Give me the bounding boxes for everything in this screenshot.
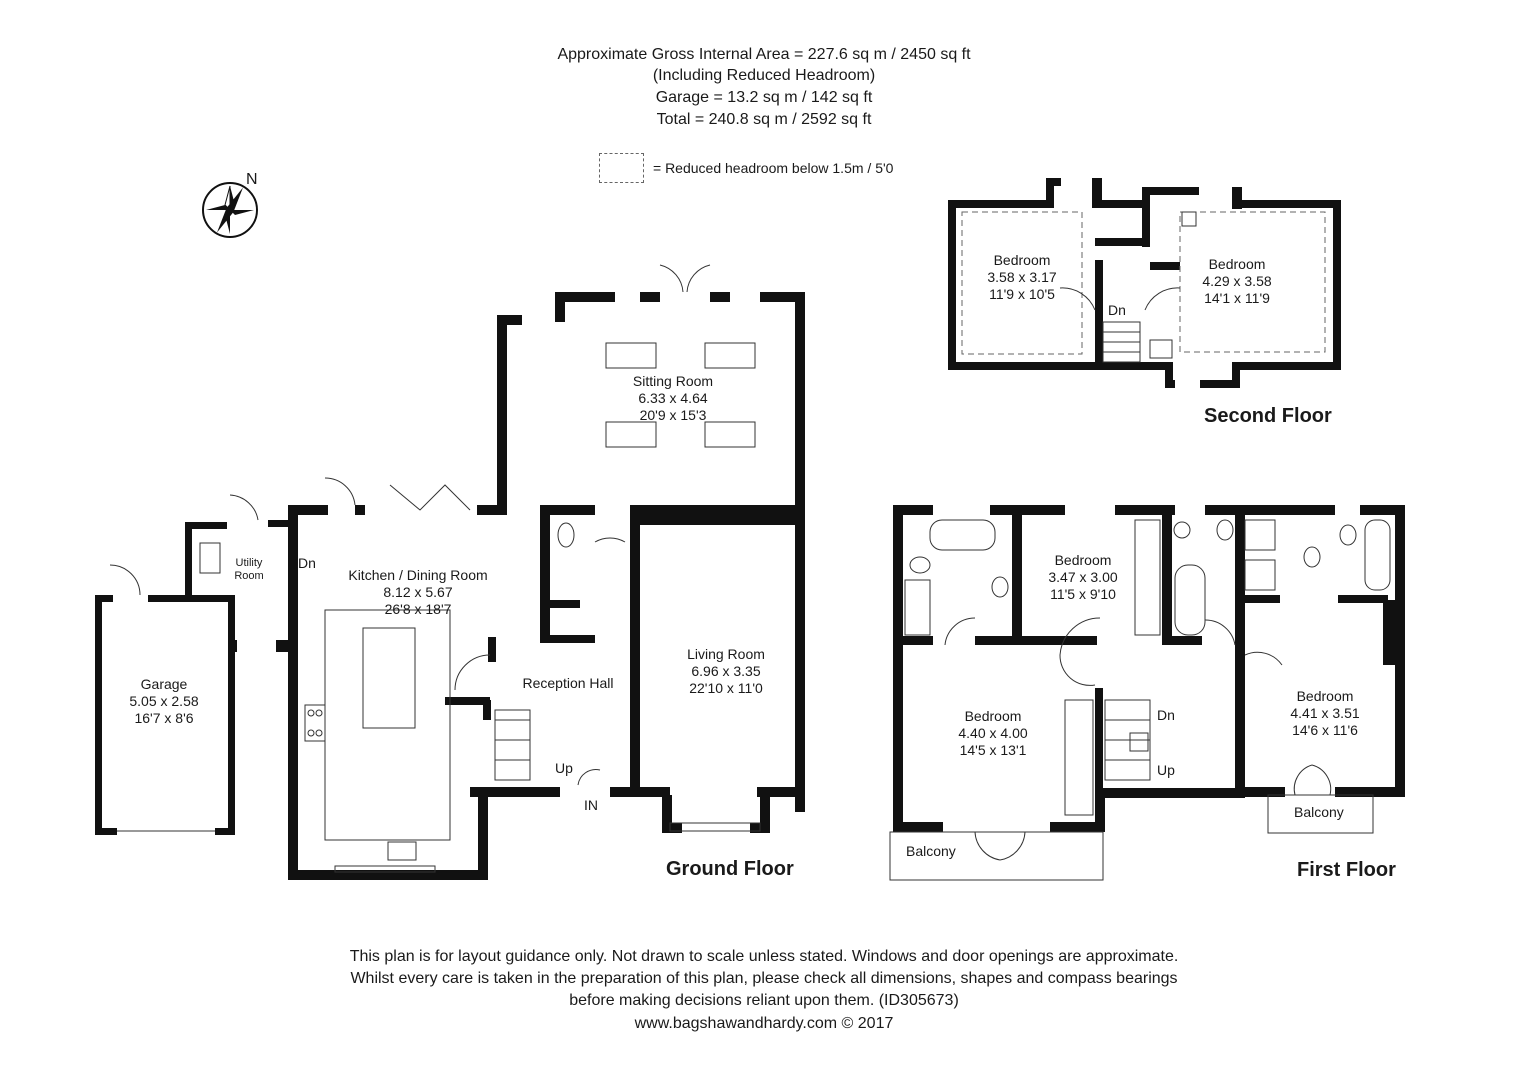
room-living-room: Living Room 6.96 x 3.35 22'10 x 11'0 <box>687 646 765 697</box>
room-name-line2: Room <box>234 570 264 582</box>
room-name: Kitchen / Dining Room <box>348 567 488 583</box>
total-area-line: Total = 240.8 sq m / 2592 sq ft <box>656 111 872 128</box>
first-dn-label: Dn <box>1157 707 1175 723</box>
disclaimer-line-3: before making decisions reliant upon the… <box>569 992 959 1009</box>
balcony-right-label: Balcony <box>1294 804 1344 820</box>
room-garage: Garage 5.05 x 2.58 16'7 x 8'6 <box>129 676 198 727</box>
room-imperial: 22'10 x 11'0 <box>689 680 763 696</box>
second-floor-walls <box>948 178 1341 388</box>
room-imperial: 14'5 x 13'1 <box>959 742 1027 758</box>
room-imperial: 14'1 x 11'9 <box>1204 290 1270 306</box>
room-kitchen-dining: Kitchen / Dining Room 8.12 x 5.67 26'8 x… <box>348 567 487 618</box>
room-utility: Utility Room <box>234 557 263 583</box>
first-floor-title: First Floor <box>1297 859 1396 881</box>
room-imperial: 16'7 x 8'6 <box>134 710 194 726</box>
room-metric: 6.33 x 4.64 <box>638 390 708 406</box>
second-floor-details <box>961 211 1326 363</box>
room-imperial: 14'6 x 11'6 <box>1292 722 1358 738</box>
room-name: Living Room <box>687 646 765 662</box>
room-first-bedroom-left: Bedroom 4.40 x 4.00 14'5 x 13'1 <box>958 708 1027 759</box>
room-name: Bedroom <box>1208 256 1266 272</box>
disclaimer-line-2: Whilst every care is taken in the prepar… <box>350 970 1178 987</box>
room-metric: 5.05 x 2.58 <box>129 693 199 709</box>
room-second-bedroom-right: Bedroom 4.29 x 3.58 14'1 x 11'9 <box>1202 256 1271 307</box>
entrance-in-label: IN <box>584 797 598 813</box>
ground-floor-walls <box>95 292 805 880</box>
room-name: Bedroom <box>1296 688 1354 704</box>
garage-area-line: Garage = 13.2 sq m / 142 sq ft <box>655 89 873 106</box>
room-imperial: 11'9 x 10'5 <box>989 286 1055 302</box>
ground-floor-details <box>109 264 761 873</box>
room-name: Bedroom <box>993 252 1051 268</box>
first-floor-walls <box>893 505 1405 832</box>
ground-floor-title: Ground Floor <box>666 858 794 880</box>
second-floor-title: Second Floor <box>1204 405 1332 427</box>
room-metric: 3.58 x 3.17 <box>987 269 1057 285</box>
room-name: Bedroom <box>1054 552 1112 568</box>
ground-up-label: Up <box>555 760 573 776</box>
room-imperial: 20'9 x 15'3 <box>639 407 707 423</box>
compass-rose-icon <box>202 182 258 238</box>
room-second-bedroom-left: Bedroom 3.58 x 3.17 11'9 x 10'5 <box>987 252 1056 303</box>
balcony-left-label: Balcony <box>906 843 956 859</box>
room-imperial: 11'5 x 9'10 <box>1050 586 1116 602</box>
room-name: Garage <box>140 676 188 692</box>
room-metric: 4.40 x 4.00 <box>958 725 1028 741</box>
room-name: Bedroom <box>964 708 1022 724</box>
room-name: Sitting Room <box>632 373 714 389</box>
legend-text: = Reduced headroom below 1.5m / 5'0 <box>653 160 894 176</box>
gross-area-line: Approximate Gross Internal Area = 227.6 … <box>557 46 971 63</box>
room-metric: 6.96 x 3.35 <box>691 663 761 679</box>
room-metric: 8.12 x 5.67 <box>383 584 453 600</box>
ground-dn-label: Dn <box>298 555 316 571</box>
room-name: Reception Hall <box>522 675 614 691</box>
room-first-bedroom-right: Bedroom 4.41 x 3.51 14'6 x 11'6 <box>1290 688 1359 739</box>
room-name-line1: Utility <box>235 557 263 569</box>
reduced-headroom-swatch <box>599 153 644 183</box>
room-sitting-room: Sitting Room 6.33 x 4.64 20'9 x 15'3 <box>633 373 713 424</box>
first-floor-details <box>889 519 1391 881</box>
second-dn-label: Dn <box>1108 302 1126 318</box>
compass-north-label: N <box>246 171 258 188</box>
room-metric: 4.29 x 3.58 <box>1202 273 1272 289</box>
first-up-label: Up <box>1157 762 1175 778</box>
headroom-note: (Including Reduced Headroom) <box>652 67 876 84</box>
room-first-bedroom-middle: Bedroom 3.47 x 3.00 11'5 x 9'10 <box>1048 552 1117 603</box>
room-reception-hall: Reception Hall <box>522 675 613 692</box>
website-copyright: www.bagshawandhardy.com © 2017 <box>634 1015 894 1032</box>
disclaimer-line-1: This plan is for layout guidance only. N… <box>349 948 1179 965</box>
room-metric: 3.47 x 3.00 <box>1048 569 1118 585</box>
room-imperial: 26'8 x 18'7 <box>384 601 452 617</box>
room-metric: 4.41 x 3.51 <box>1290 705 1360 721</box>
